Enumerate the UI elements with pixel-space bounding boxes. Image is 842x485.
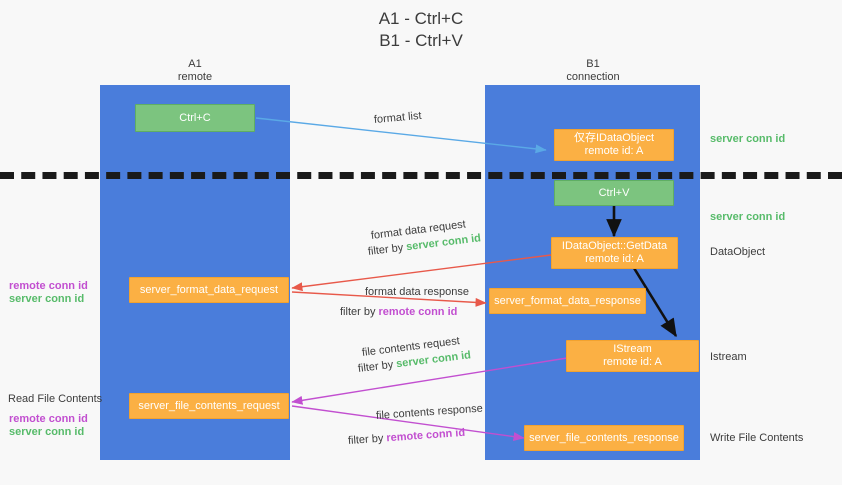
lane-b1-header: B1 connection	[533, 58, 653, 84]
box-data-object-top-line2: remote id: A	[584, 145, 644, 157]
arrow-file-contents-response	[291, 405, 525, 442]
left-label-remote-conn-id-2: remote conn id	[9, 413, 88, 425]
arrow-format-data-request	[291, 254, 552, 292]
box-get-data[interactable]: IDataObject::GetData remote id: A	[551, 237, 678, 269]
box-ctrl-c[interactable]: Ctrl+C	[135, 104, 255, 132]
box-istream[interactable]: IStream remote id: A	[566, 340, 699, 372]
arrow-getdata-istream	[632, 267, 678, 338]
arrow-format-list	[255, 117, 547, 154]
arrow-file-contents-request	[291, 357, 568, 405]
lane-a1-name: A1	[188, 58, 202, 70]
box-data-object-top[interactable]: 仅存IDataObject remote id: A	[554, 129, 674, 161]
box-format-data-request[interactable]: server_format_data_request	[129, 277, 289, 303]
filter-prefix: filter by	[347, 432, 387, 447]
lane-b1-name: B1	[586, 58, 600, 70]
box-ctrl-c-line1: Ctrl+C	[179, 111, 211, 124]
diagram-title: A1 - Ctrl+C B1 - Ctrl+V	[0, 8, 842, 52]
left-label-read-file-contents: Read File Contents	[8, 393, 103, 405]
right-label-istream: Istream	[710, 351, 747, 363]
lane-a1-header: A1 remote	[135, 58, 255, 84]
left-label-remote-conn-id-1: remote conn id	[9, 280, 88, 292]
box-file-contents-response-line1: server_file_contents_response	[529, 431, 679, 444]
right-label-server-conn-id-top: server conn id	[710, 133, 786, 145]
label-format-data-response: format data response	[365, 286, 469, 298]
phase-divider	[0, 172, 842, 179]
box-format-data-response-line1: server_format_data_response	[494, 294, 641, 307]
box-format-data-request-line1: server_format_data_request	[139, 283, 279, 296]
title-line-2: B1 - Ctrl+V	[379, 31, 463, 50]
filter-prefix: filter by	[340, 306, 379, 318]
left-label-server-conn-id-1: server conn id	[9, 293, 85, 305]
arrow-format-data-response	[291, 291, 487, 307]
right-label-server-conn-id-mid: server conn id	[710, 211, 786, 223]
box-get-data-line2: remote id: A	[585, 253, 644, 265]
right-label-write-file-contents: Write File Contents	[710, 432, 804, 444]
box-istream-line2: remote id: A	[603, 356, 662, 368]
box-file-contents-response[interactable]: server_file_contents_response	[524, 425, 684, 451]
label-format-data-response-filter: filter by remote conn id	[340, 305, 457, 319]
filter-key-remote-conn-id: remote conn id	[378, 306, 458, 318]
lane-a1-sub: remote	[177, 71, 213, 83]
box-ctrl-v-line1: Ctrl+V	[598, 186, 630, 199]
box-data-object-top-line1: 仅存IDataObject	[573, 132, 655, 144]
box-format-data-response[interactable]: server_format_data_response	[489, 288, 646, 314]
right-label-data-object: DataObject	[710, 246, 766, 258]
box-ctrl-v[interactable]: Ctrl+V	[554, 180, 674, 206]
box-get-data-line1: IDataObject::GetData	[561, 240, 668, 252]
box-istream-line1: IStream	[613, 343, 652, 355]
box-file-contents-request-line1: server_file_contents_request	[138, 399, 280, 412]
title-line-1: A1 - Ctrl+C	[378, 9, 464, 28]
box-file-contents-request[interactable]: server_file_contents_request	[129, 393, 289, 419]
lane-b1-sub: connection	[566, 71, 620, 83]
left-label-server-conn-id-2: server conn id	[9, 426, 85, 438]
